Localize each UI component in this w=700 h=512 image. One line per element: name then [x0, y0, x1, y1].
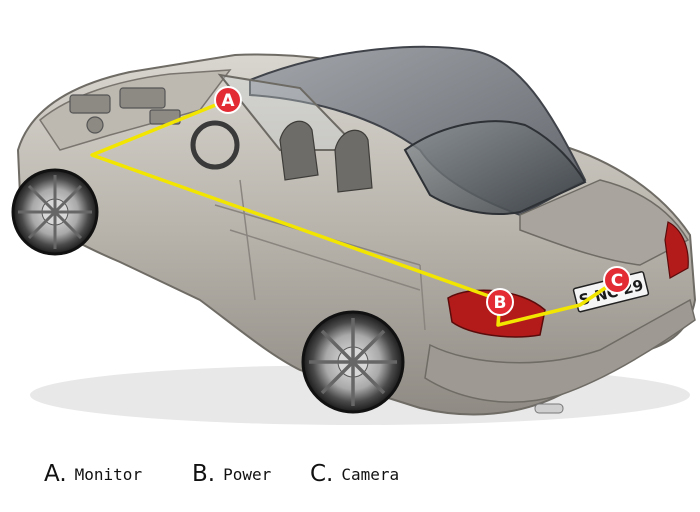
- legend-label: Power: [223, 465, 271, 484]
- car-cutaway-illustration: S NC 29: [0, 0, 700, 440]
- front-wheel: [13, 170, 97, 254]
- legend-letter: C.: [310, 461, 333, 487]
- marker-a: A: [215, 87, 241, 113]
- legend: A. Monitor B. Power C. Camera: [0, 452, 700, 496]
- legend-item-monitor: A. Monitor: [44, 452, 142, 496]
- marker-b: B: [487, 289, 513, 315]
- marker-b-label: B: [494, 293, 507, 313]
- legend-item-camera: C. Camera: [310, 452, 399, 496]
- legend-letter: B.: [192, 461, 215, 487]
- legend-item-power: B. Power: [192, 452, 271, 496]
- marker-a-label: A: [221, 91, 235, 111]
- rear-wheel: [303, 312, 403, 412]
- legend-letter: A.: [44, 461, 67, 487]
- marker-c: C: [604, 267, 630, 293]
- marker-c-label: C: [611, 271, 623, 291]
- legend-label: Camera: [341, 465, 399, 484]
- exhaust-pipe: [535, 404, 563, 413]
- legend-label: Monitor: [75, 465, 142, 484]
